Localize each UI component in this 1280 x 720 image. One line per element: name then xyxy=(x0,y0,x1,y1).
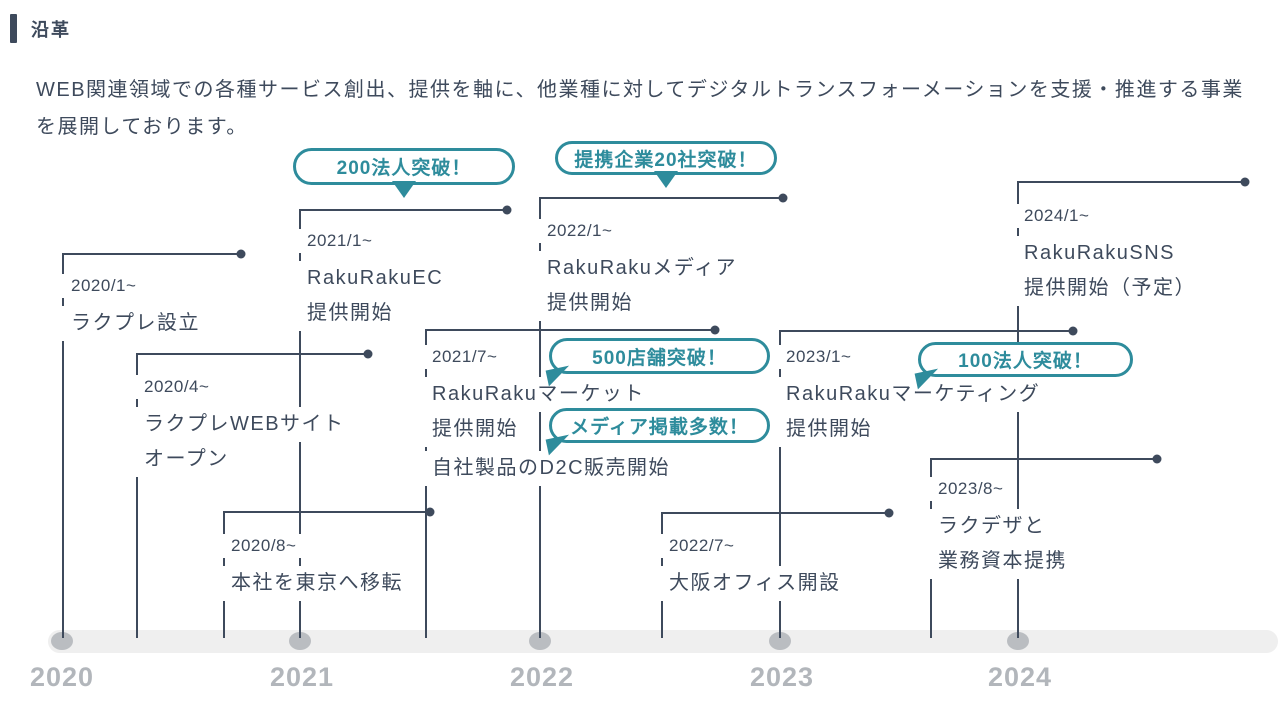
event-title: 提供開始 xyxy=(423,412,527,447)
event-title: 提供開始（予定） xyxy=(1015,271,1205,306)
badge-label: 500店舗突破！ xyxy=(592,347,727,369)
event-2024-01: 2024/1~ RakuRakuSNS 提供開始（予定） xyxy=(1015,204,1205,306)
event-title: RakuRakuメディア xyxy=(538,251,746,286)
event-title: ラクプレWEBサイト xyxy=(135,407,354,442)
badge-label: 提携企業20社突破！ xyxy=(574,149,758,171)
event-title: 大阪オフィス開設 xyxy=(660,566,850,601)
event-date: 2020/1~ xyxy=(62,274,146,298)
connector-2021-07 xyxy=(425,329,715,638)
speech-tail-icon xyxy=(654,171,678,188)
event-date: 2020/4~ xyxy=(135,375,219,399)
event-date: 2023/1~ xyxy=(777,345,861,369)
intro-line-1: WEB関連領域での各種サービス創出、提供を軸に、他業種に対してデジタルトランスフ… xyxy=(36,79,1244,101)
year-label-2021: 2021 xyxy=(269,662,335,692)
endpoint-dot xyxy=(363,349,373,359)
milestone-badge-200-companies: 200法人突破！ xyxy=(293,148,515,198)
axis-dot-2022 xyxy=(529,632,551,650)
endpoint-dot xyxy=(425,507,435,517)
axis-band xyxy=(48,630,1278,653)
endpoint-dot xyxy=(502,205,512,215)
event-date: 2022/7~ xyxy=(660,534,744,558)
connector-2020-04 xyxy=(136,353,368,638)
connector-endpoint-dots xyxy=(236,177,1250,518)
connector-2023-01 xyxy=(779,330,1073,638)
event-date: 2023/8~ xyxy=(929,477,1013,501)
endpoint-dot xyxy=(236,249,246,259)
event-date: 2022/1~ xyxy=(538,219,622,243)
event-title: オープン xyxy=(135,442,238,477)
milestone-badge-20-partners: 提携企業20社突破！ xyxy=(555,141,777,188)
event-2023-08: 2023/8~ ラクデザと 業務資本提携 xyxy=(929,477,1076,579)
axis-dot-2020 xyxy=(51,632,73,650)
intro-line-2: を展開しております。 xyxy=(36,116,248,138)
endpoint-dot xyxy=(778,193,788,203)
year-label-2024: 2024 xyxy=(987,662,1053,692)
endpoint-dot xyxy=(710,325,720,335)
event-title: RakuRakuEC xyxy=(298,261,453,296)
event-date: 2024/1~ xyxy=(1015,204,1099,228)
intro-paragraph: WEB関連領域での各種サービス創出、提供を軸に、他業種に対してデジタルトランスフ… xyxy=(36,72,1244,146)
event-title: RakuRakuマーケット xyxy=(423,377,654,412)
event-2023-01: 2023/1~ RakuRakuマーケティング 提供開始 xyxy=(777,345,1050,447)
axis-dot-2021 xyxy=(289,632,311,650)
speech-tail-icon xyxy=(392,181,416,198)
event-2022-01: 2022/1~ RakuRakuメディア 提供開始 xyxy=(538,219,746,321)
badge-label: 100法人突破！ xyxy=(958,351,1093,372)
event-title: ラクプレ設立 xyxy=(62,306,209,341)
event-title: 本社を東京へ移転 xyxy=(222,566,412,601)
event-2021-01: 2021/1~ RakuRakuEC 提供開始 xyxy=(298,229,453,331)
year-label-2020: 2020 xyxy=(29,662,95,692)
event-date: 2020/8~ xyxy=(222,534,306,558)
milestone-badge-500-stores: 500店舗突破！ xyxy=(545,338,770,387)
milestone-badge-media-coverage: メディア掲載多数！ xyxy=(545,408,770,456)
axis-dot-2024 xyxy=(1007,632,1029,650)
event-title: 業務資本提携 xyxy=(929,544,1076,579)
badge-label: 200法人突破！ xyxy=(336,158,472,179)
event-title: 提供開始 xyxy=(538,286,642,321)
axis-dot-2023 xyxy=(769,632,791,650)
event-title: RakuRakuSNS xyxy=(1015,236,1185,271)
section-header: 沿革 xyxy=(10,14,71,43)
event-title: ラクデザと xyxy=(929,509,1055,544)
event-2022-07: 2022/7~ 大阪オフィス開設 xyxy=(660,534,850,601)
endpoint-dot xyxy=(1152,454,1162,464)
connector-2021-01 xyxy=(299,209,507,638)
badge-label: メディア掲載多数！ xyxy=(570,417,749,438)
endpoint-dot xyxy=(1068,326,1078,336)
connector-2020-01 xyxy=(62,253,241,638)
event-title: RakuRakuマーケティング xyxy=(777,377,1050,412)
event-date: 2021/1~ xyxy=(298,229,382,253)
event-title: 自社製品のD2C販売開始 xyxy=(423,451,680,486)
event-title: 提供開始 xyxy=(777,412,881,447)
year-label-2023: 2023 xyxy=(749,662,815,692)
page-title: 沿革 xyxy=(31,19,71,40)
connector-2022-01 xyxy=(539,197,783,638)
event-2021-07: 2021/7~ RakuRakuマーケット 提供開始 自社製品のD2C販売開始 xyxy=(423,345,680,486)
connector-2024-01 xyxy=(1017,181,1245,638)
endpoint-dot xyxy=(1240,177,1250,187)
event-date: 2021/7~ xyxy=(423,345,507,369)
milestone-badge-100-companies: 100法人突破！ xyxy=(914,342,1133,390)
event-2020-08: 2020/8~ 本社を東京へ移転 xyxy=(222,534,412,601)
event-2020-01: 2020/1~ ラクプレ設立 xyxy=(62,274,209,341)
header-accent-bar xyxy=(10,14,17,43)
axis-year-markers xyxy=(51,632,1029,650)
event-2020-04: 2020/4~ ラクプレWEBサイト オープン xyxy=(135,375,354,477)
endpoint-dot xyxy=(884,508,894,518)
event-title: 提供開始 xyxy=(298,296,402,331)
year-label-2022: 2022 xyxy=(509,662,575,692)
